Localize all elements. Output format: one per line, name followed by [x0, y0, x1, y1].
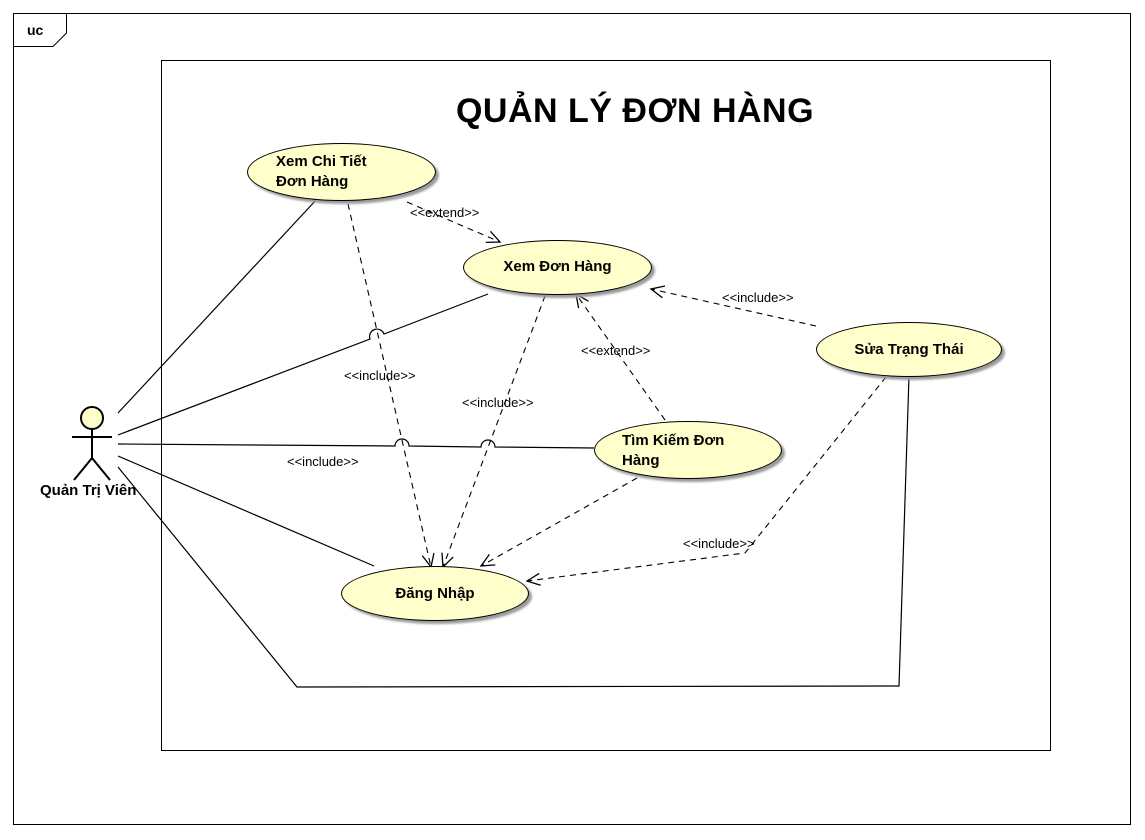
actor-label: Quản Trị Viên: [40, 482, 137, 499]
system-title: QUẢN LÝ ĐƠN HÀNG: [455, 92, 815, 130]
actor-icon[interactable]: [72, 406, 112, 481]
usecase-xem-don-hang-label: Xem Đơn Hàng: [503, 258, 612, 275]
usecase-xem-chi-tiet-label-line1: Xem Chi Tiết: [276, 153, 367, 170]
stereotype-include-timkiem-dangnhap: <<include>>: [287, 454, 359, 469]
stereotype-include-xem-dangnhap: <<include>>: [462, 395, 534, 410]
usecase-dang-nhap[interactable]: [341, 566, 529, 621]
include-chitiet-to-dangnhap[interactable]: [347, 203, 435, 569]
usecase-xem-chi-tiet-don-hang[interactable]: [247, 143, 436, 201]
usecase-tim-kiem-label-line2: Hàng: [622, 452, 660, 469]
stereotype-include-chitiet-dangnhap: <<include>>: [344, 368, 416, 383]
usecase-sua-trang-thai-label: Sửa Trạng Thái: [854, 341, 964, 358]
usecase-tim-kiem-don-hang[interactable]: [594, 421, 782, 479]
system-boundary: [161, 60, 1051, 751]
extend-timkiem-to-xem[interactable]: [575, 292, 666, 421]
usecase-sua-trang-thai[interactable]: [816, 322, 1002, 377]
include-xem-to-dangnhap[interactable]: [441, 295, 546, 569]
usecase-xem-chi-tiet-label-line2: Đơn Hàng: [276, 173, 349, 190]
frame-tab: [13, 13, 67, 47]
association-xem-chi-tiet[interactable]: [117, 198, 318, 414]
diagram-frame: [13, 13, 1131, 825]
association-xem-don-hang[interactable]: [117, 293, 489, 436]
include-timkiem-to-dangnhap[interactable]: [479, 477, 638, 567]
stereotype-extend-chitiet: <<extend>>: [410, 205, 480, 220]
include-sua-to-dangnhap[interactable]: [525, 376, 887, 586]
usecase-xem-don-hang[interactable]: [463, 240, 652, 295]
frame-label: uc: [27, 22, 44, 38]
association-dang-nhap[interactable]: [117, 455, 375, 567]
stereotype-extend-timkiem: <<extend>>: [581, 343, 651, 358]
stereotype-include-sua-xem: <<include>>: [722, 290, 794, 305]
usecase-tim-kiem-label-line1: Tìm Kiếm Đơn: [622, 432, 725, 449]
extend-chitiet-to-xem[interactable]: [406, 201, 502, 244]
stereotype-include-sua-dangnhap: <<include>>: [683, 536, 755, 551]
usecase-dang-nhap-label: Đăng Nhập: [395, 585, 475, 602]
association-sua-trang-thai[interactable]: [117, 375, 910, 688]
association-tim-kiem[interactable]: [117, 438, 595, 449]
